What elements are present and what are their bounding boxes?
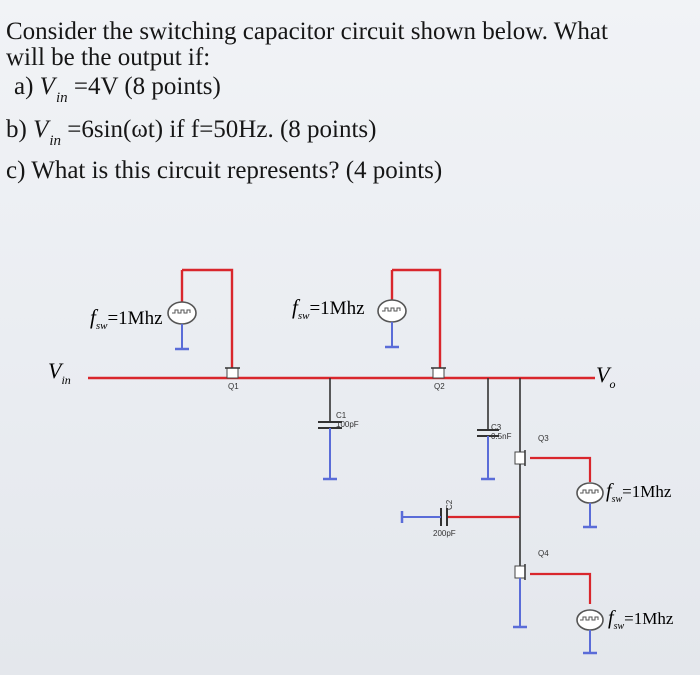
part-b-sub: in	[49, 133, 62, 149]
question-part-b: b) Vin =6sin(ωt) if f=50Hz. (8 points)	[6, 116, 377, 149]
clock-source-4	[576, 609, 604, 655]
q4-label: Q4	[538, 549, 549, 558]
switch-q2: Q2	[390, 268, 446, 391]
switch-q4: Q4	[513, 517, 592, 629]
c2-value: 200pF	[433, 529, 456, 538]
switch-q3: Q3	[514, 434, 592, 517]
fsw-label-2: fsw=1Mhz	[292, 295, 365, 322]
clock-source-3	[576, 482, 604, 529]
vin-label: Vin	[48, 358, 71, 387]
capacitor-c1: C1 100pF	[318, 378, 359, 481]
question-part-a: a) Vin =4V (8 points)	[14, 73, 221, 106]
capacitor-c3: C3 0.5nF	[477, 378, 512, 481]
fsw-label-1: fsw=1Mhz	[90, 305, 163, 332]
q3-label: Q3	[538, 434, 549, 443]
clock-source-2	[377, 299, 407, 349]
q2-label: Q2	[434, 382, 445, 391]
clock-source-1	[167, 301, 197, 351]
question-part-c: c) What is this circuit represents? (4 p…	[6, 157, 443, 184]
part-a-prefix: a)	[14, 73, 34, 100]
c1-name: C1	[336, 411, 347, 420]
q1-label: Q1	[228, 382, 239, 391]
part-a-var: V	[39, 73, 55, 100]
c3-value: 0.5nF	[491, 432, 512, 441]
switch-q1: Q1	[180, 268, 240, 391]
fsw-label-4: fsw=1Mhz	[608, 607, 674, 632]
part-b-var: V	[33, 116, 49, 143]
c2-name: C2	[445, 499, 454, 510]
vin-var: V	[48, 358, 64, 383]
part-b-prefix: b)	[6, 116, 27, 143]
vo-sub: o	[609, 377, 615, 391]
part-a-sub: in	[55, 90, 68, 106]
part-b-rest: =6sin(ωt) if f=50Hz. (8 points)	[67, 116, 377, 143]
vin-sub: in	[61, 373, 70, 387]
c1-value: 100pF	[336, 420, 359, 429]
part-a-rest: =4V (8 points)	[73, 73, 221, 100]
capacitor-c2: C2 200pF	[400, 499, 520, 538]
vo-var: V	[596, 362, 612, 387]
fsw-label-3: fsw=1Mhz	[606, 480, 672, 505]
question-line-1: Consider the switching capacitor circuit…	[6, 18, 608, 45]
vo-label: Vo	[596, 362, 615, 391]
question-line-2: will be the output if:	[6, 44, 211, 71]
c3-name: C3	[491, 423, 502, 432]
